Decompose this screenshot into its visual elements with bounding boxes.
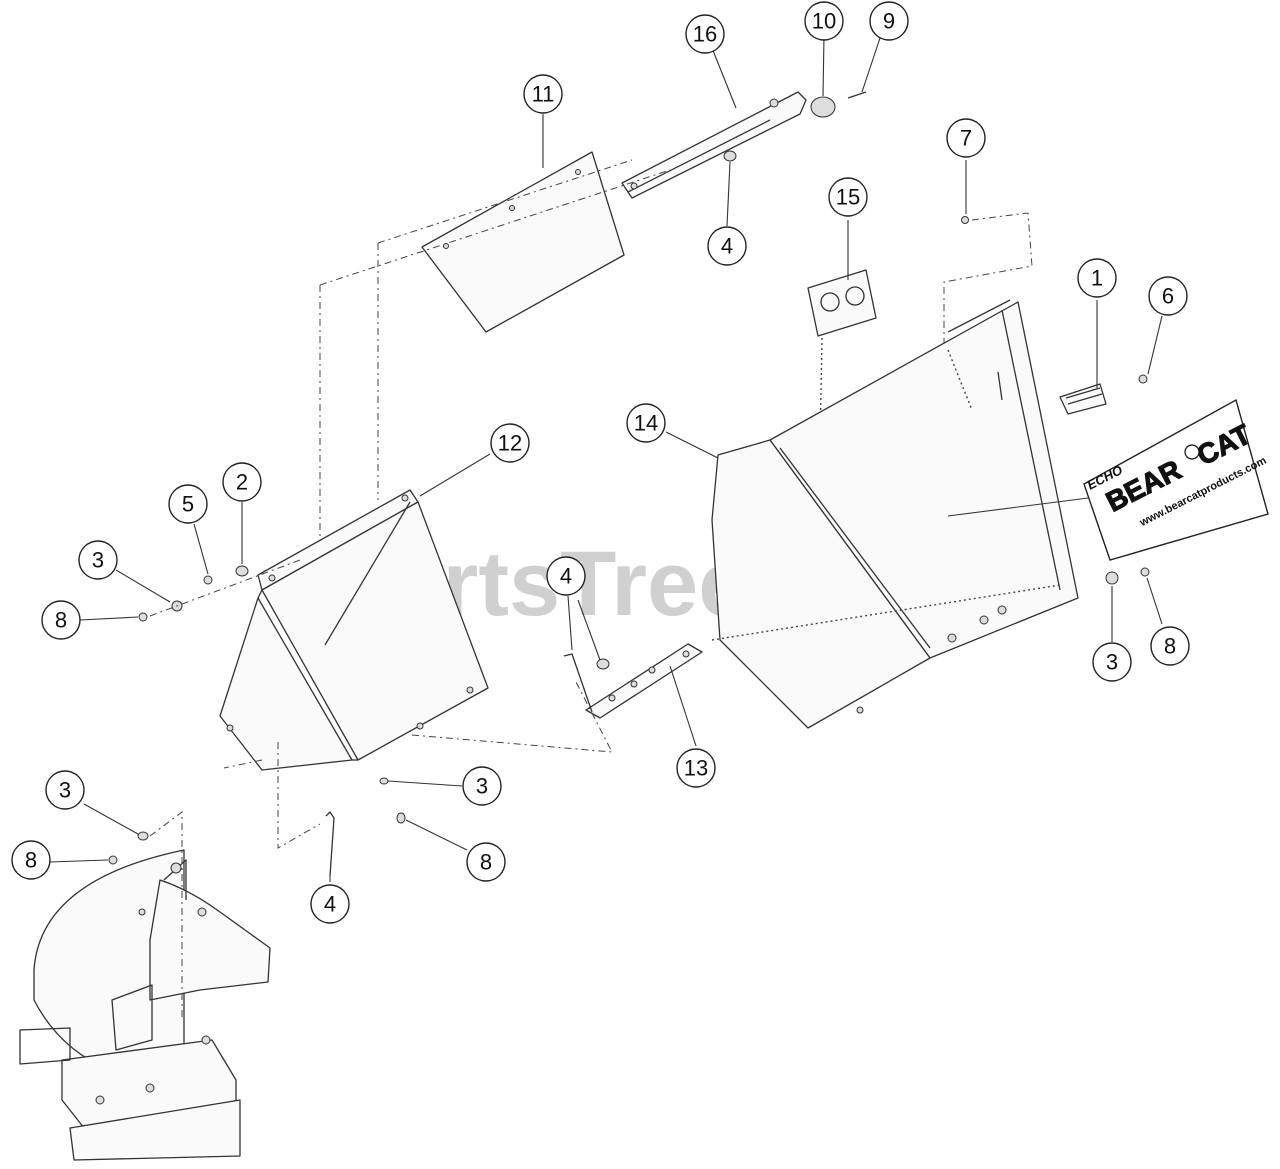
part-8-nut-a[interactable] — [138, 612, 148, 622]
svg-text:8: 8 — [480, 850, 492, 875]
part-12-chute[interactable] — [219, 489, 489, 771]
callout-3-right: 3 — [1092, 642, 1132, 682]
part-15-decal[interactable] — [807, 269, 877, 337]
part-4-bolt-top[interactable] — [723, 150, 737, 162]
svg-text:8: 8 — [55, 608, 67, 633]
part-16-arm[interactable] — [621, 91, 807, 199]
callout-10: 10 — [804, 1, 844, 41]
callout-4-top: 4 — [707, 226, 747, 266]
callout-3-left: 3 — [78, 540, 118, 580]
svg-text:5: 5 — [182, 492, 194, 517]
svg-text:12: 12 — [498, 431, 522, 456]
svg-text:1: 1 — [1091, 266, 1103, 291]
callout-4-bottom: 4 — [310, 884, 350, 924]
callout-12: 12 — [490, 423, 530, 463]
callout-16: 16 — [685, 14, 725, 54]
part-5-washer[interactable] — [203, 575, 213, 585]
callout-15: 15 — [828, 177, 868, 217]
callout-8-bottom: 8 — [11, 840, 51, 880]
part-3-washer-b[interactable] — [1105, 571, 1119, 585]
part-8-nut-c[interactable] — [396, 812, 406, 824]
callout-5: 5 — [168, 484, 208, 524]
part-7-screw[interactable] — [961, 216, 969, 224]
leader-lines — [49, 35, 1163, 882]
svg-text:10: 10 — [812, 9, 836, 34]
svg-text:3: 3 — [92, 548, 104, 573]
svg-text:9: 9 — [883, 9, 895, 34]
callout-8-right: 8 — [1150, 626, 1190, 666]
callout-8-mid: 8 — [466, 842, 506, 882]
part-4-bolt-mid[interactable] — [563, 653, 610, 713]
callout-13: 13 — [676, 748, 716, 788]
svg-text:13: 13 — [684, 756, 708, 781]
callout-11: 11 — [523, 74, 563, 114]
svg-text:4: 4 — [721, 234, 733, 259]
svg-text:8: 8 — [25, 848, 37, 873]
part-9-screw[interactable] — [847, 91, 867, 99]
callout-6: 6 — [1148, 276, 1188, 316]
callout-2: 2 — [222, 462, 262, 502]
svg-text:7: 7 — [960, 126, 972, 151]
svg-text:3: 3 — [59, 778, 71, 803]
callout-14: 14 — [626, 403, 666, 443]
part-10-spacer[interactable] — [810, 96, 836, 118]
svg-text:2: 2 — [236, 470, 248, 495]
svg-text:3: 3 — [1106, 650, 1118, 675]
callout-3-mid: 3 — [462, 766, 502, 806]
callout-4-mid: 4 — [546, 556, 586, 596]
part-13-bracket[interactable] — [585, 643, 703, 719]
callout-8-left: 8 — [41, 600, 81, 640]
callout-3-bottom: 3 — [45, 770, 85, 810]
part-6-nut[interactable] — [1138, 374, 1148, 384]
part-3-washer-c[interactable] — [379, 777, 389, 785]
part-2-spacer[interactable] — [235, 565, 249, 577]
svg-text:8: 8 — [1164, 634, 1176, 659]
svg-text:11: 11 — [532, 82, 555, 107]
svg-text:15: 15 — [836, 185, 860, 210]
part-14-housing[interactable] — [711, 299, 1079, 729]
callout-9: 9 — [869, 1, 909, 41]
svg-text:16: 16 — [693, 22, 717, 47]
svg-text:14: 14 — [634, 411, 658, 436]
part-4-bolt-low[interactable] — [325, 811, 335, 877]
svg-text:6: 6 — [1162, 284, 1174, 309]
svg-text:4: 4 — [560, 564, 572, 589]
svg-text:3: 3 — [476, 774, 488, 799]
blower-housing[interactable] — [19, 849, 271, 1161]
part-8-nut-b[interactable] — [1140, 567, 1150, 577]
callout-1: 1 — [1077, 258, 1117, 298]
part-3-washer-d[interactable] — [137, 831, 149, 841]
part-11-deflector[interactable] — [421, 151, 625, 333]
part-8-nut-d[interactable] — [108, 855, 118, 865]
svg-text:4: 4 — [324, 892, 336, 917]
brand-decal: ECHO BEAR CAT www.bearcatproducts.com — [1083, 398, 1269, 561]
callout-7: 7 — [946, 118, 986, 158]
part-1-latch[interactable] — [1059, 383, 1107, 415]
paw-icon — [1184, 444, 1200, 460]
